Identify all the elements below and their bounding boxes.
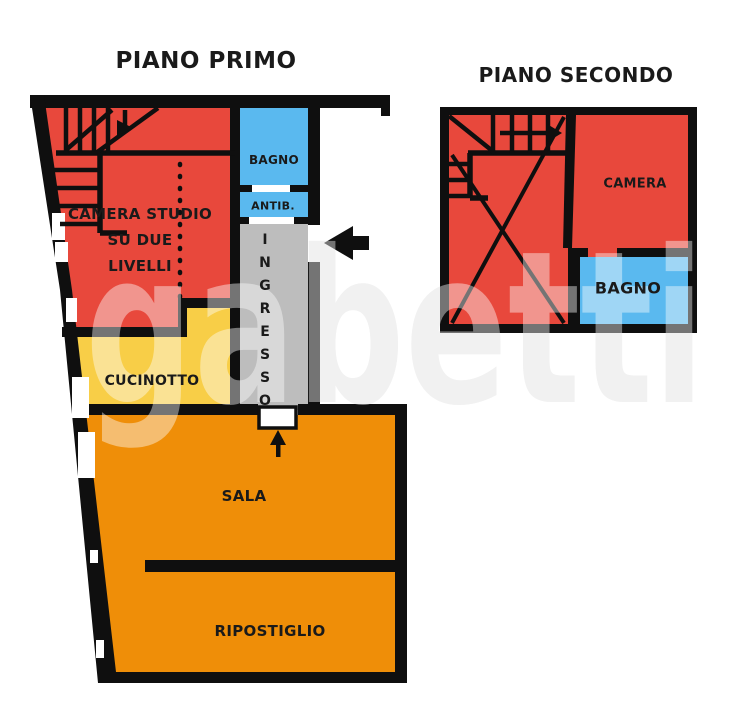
window-3 <box>66 298 77 322</box>
stair-direction-arrowhead-p2 <box>547 124 562 142</box>
room-cucinotto-area <box>74 308 230 404</box>
label-antibagno: ANTIB. <box>251 199 295 213</box>
room-sala-ripostiglio-area <box>82 415 395 672</box>
walls-piano-secondo <box>563 115 688 324</box>
room-antibagno-area <box>240 192 308 217</box>
label-camera-studio-line3: LIVELLI <box>108 257 172 275</box>
title-piano-secondo: PIANO SECONDO <box>478 63 674 87</box>
window-7 <box>96 640 104 658</box>
window-2 <box>55 242 68 262</box>
window-4 <box>72 377 89 418</box>
label-bagno-primo: BAGNO <box>248 153 300 167</box>
title-piano-primo: PIANO PRIMO <box>115 48 297 74</box>
watermark-text-over: gabetti <box>85 205 705 452</box>
stairs-piano-secondo <box>447 114 566 325</box>
label-sala: SALA <box>221 487 267 505</box>
entrance-door-threshold <box>257 405 298 430</box>
entry-arrow-main <box>324 226 369 260</box>
window-6 <box>90 550 98 563</box>
label-bagno-secondo: BAGNO <box>594 278 662 298</box>
label-camera-studio-line1: CAMERA STUDIO <box>67 205 213 223</box>
label-cucinotto: CUCINOTTO <box>104 373 200 389</box>
label-ripostiglio: RIPOSTIGLIO <box>214 622 326 640</box>
stair-direction-arrowhead-p1 <box>117 120 133 136</box>
label-camera-studio-line2: SU DUE <box>107 231 173 249</box>
window-1 <box>52 213 65 240</box>
room-ingresso-area <box>240 224 308 410</box>
label-camera-studio: CAMERA STUDIO SU DUE LIVELLI <box>68 201 212 279</box>
label-ingresso: INGRESSO <box>257 232 273 416</box>
label-camera-secondo: CAMERA <box>603 176 667 192</box>
room-bagno2-area <box>580 257 688 324</box>
window-openings <box>52 213 104 658</box>
room-bagno1-area <box>240 107 308 185</box>
entry-arrow-sala <box>270 430 286 457</box>
window-5 <box>78 432 95 478</box>
room-camera-studio-area <box>44 108 230 327</box>
